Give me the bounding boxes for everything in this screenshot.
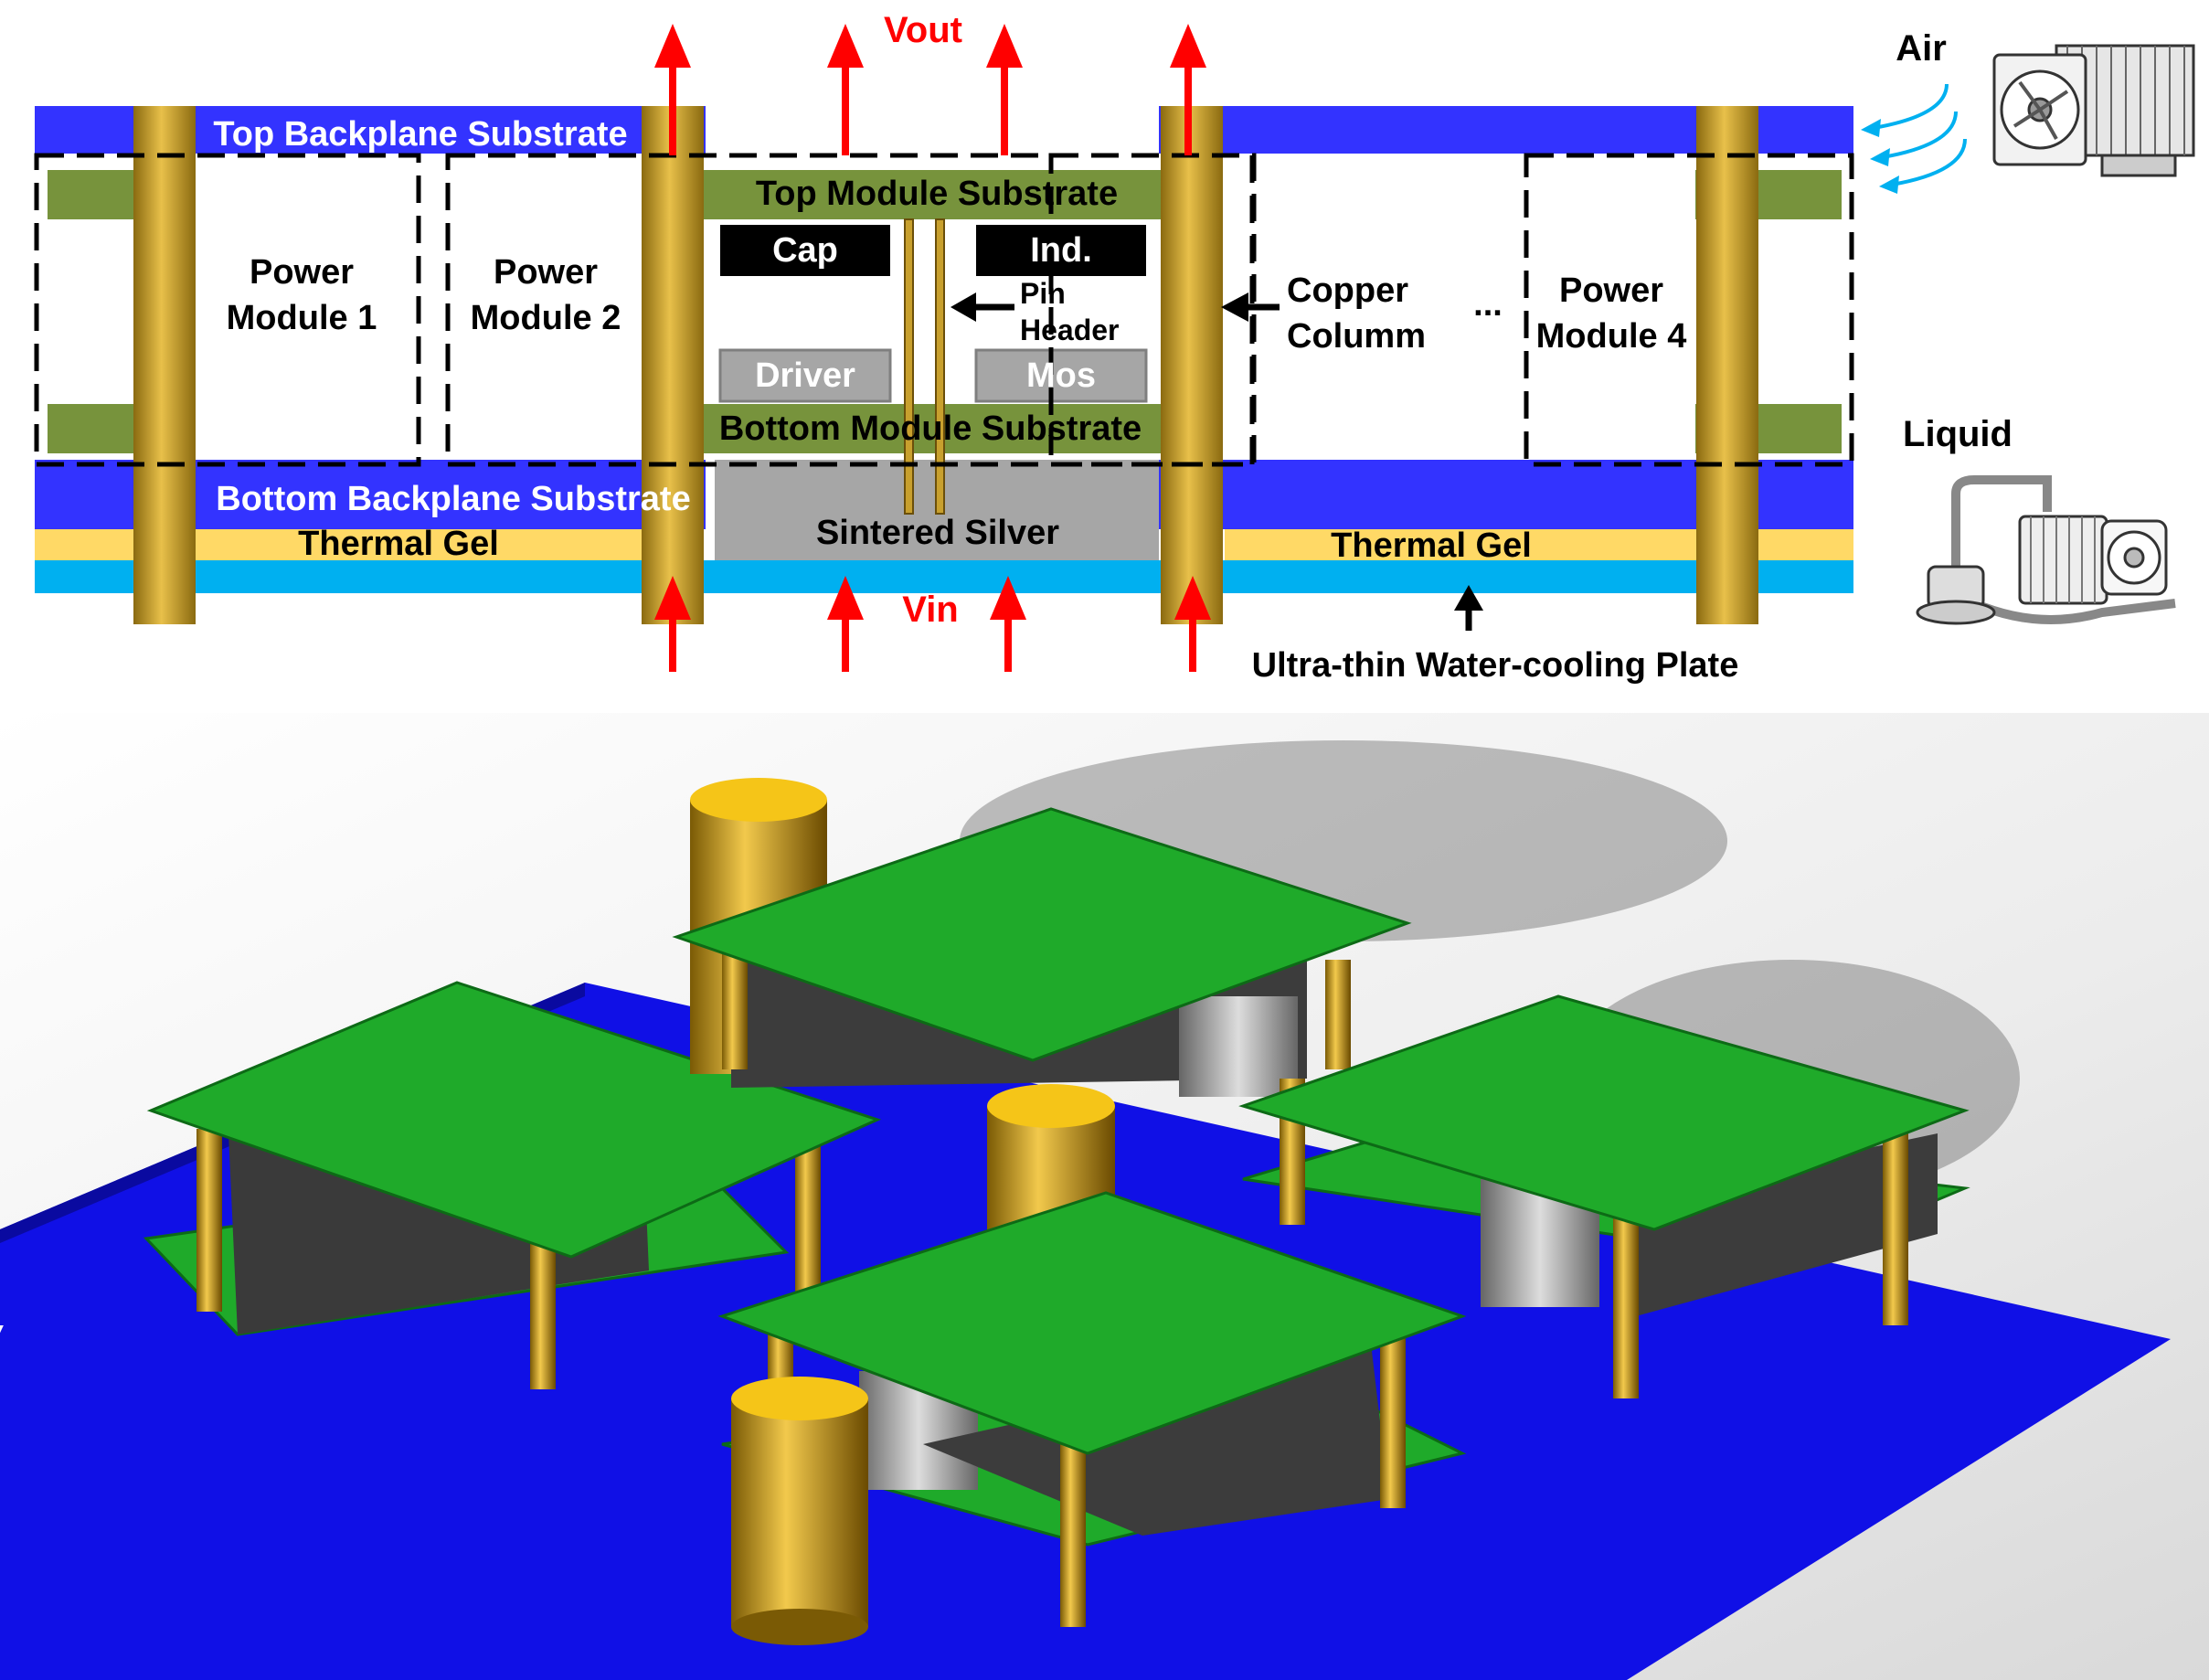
thermal-gel-right-label: Thermal Gel [1331,526,1532,565]
water-plate-label: Ultra-thin Water-cooling Plate [1252,646,1739,685]
water-plate-pointer [1454,585,1483,631]
cross-section-diagram: Vout Vin Air Liquid Top Backplane Substr… [34,10,2195,685]
sintered-silver-label: Sintered Silver [816,514,1059,552]
module-3-outline [1048,153,1257,467]
mos-component [974,348,1148,403]
power-module-2-line2: Module 2 [471,299,621,337]
vout-arrow-2 [827,24,864,155]
header-label: Header [1020,314,1120,346]
top-backplane-label: Top Backplane Substrate [213,115,627,154]
liquid-label: Liquid [1903,414,2013,454]
pin-label: Pin [1020,277,1066,310]
top-module-substrate [642,170,1223,219]
3d-render-illustration [0,713,2209,1680]
power-module-4-line1: Power [1559,271,1663,310]
mos-label: Mos [1026,356,1096,395]
copper-column-pointer [1221,292,1280,322]
copper-column-2 [642,106,704,624]
vin-label: Vin [902,590,959,630]
copper-column-label-line2: Columm [1287,317,1426,356]
bottom-backplane-label: Bottom Backplane Substrate [216,480,690,518]
thermal-gel-right [1225,529,1853,560]
cap-component [720,225,890,276]
cap-label: Cap [772,231,838,270]
driver-component [718,348,892,403]
air-cooler-icon [1992,44,2195,177]
power-module-1-line2: Module 1 [227,299,377,337]
driver-label: Driver [755,356,855,395]
power-module-1-line1: Power [250,253,354,292]
copper-column-3 [1161,106,1223,624]
render-module-1 [143,981,882,1389]
airflow-arrows [1861,83,1967,194]
top-module-substrate-label: Top Module Substrate [756,175,1118,213]
vout-arrow-1 [654,24,691,155]
pin-header-right [935,218,945,515]
vin-arrow-3 [990,576,1026,672]
render-module-4 [717,1191,1467,1645]
pin-header-left [904,218,914,515]
power-module-4-line2: Module 4 [1536,317,1687,356]
ellipsis-label: ... [1473,285,1503,324]
module-4-outline [1524,153,1854,467]
vout-label: Vout [884,10,962,50]
power-module-2-line1: Power [494,253,598,292]
render-module-2 [672,778,1412,1097]
thermal-gel-left-label: Thermal Gel [298,525,499,563]
vin-arrow-4 [1174,576,1211,672]
copper-column-label-line1: Copper [1287,271,1408,310]
vout-arrow-4 [1170,24,1206,155]
air-label: Air [1896,28,1947,69]
pin-header-pointer [951,292,1014,322]
ind-label: Ind. [1030,231,1092,270]
bottom-module-substrate [642,404,1223,453]
render-module-3 [1238,994,1970,1398]
copper-column-4 [1696,106,1758,624]
module-2-outline [445,153,1255,467]
copper-column-1 [133,106,196,624]
vin-arrow-2 [827,576,864,672]
module-1-outline [34,153,421,467]
vout-arrow-3 [986,24,1023,155]
liquid-cooler-icon [1916,475,2176,625]
bottom-module-substrate-label: Bottom Module Substrate [719,409,1142,448]
vin-arrow-1 [654,576,691,672]
water-cooling-plate [35,560,1853,593]
ind-component [976,225,1146,276]
